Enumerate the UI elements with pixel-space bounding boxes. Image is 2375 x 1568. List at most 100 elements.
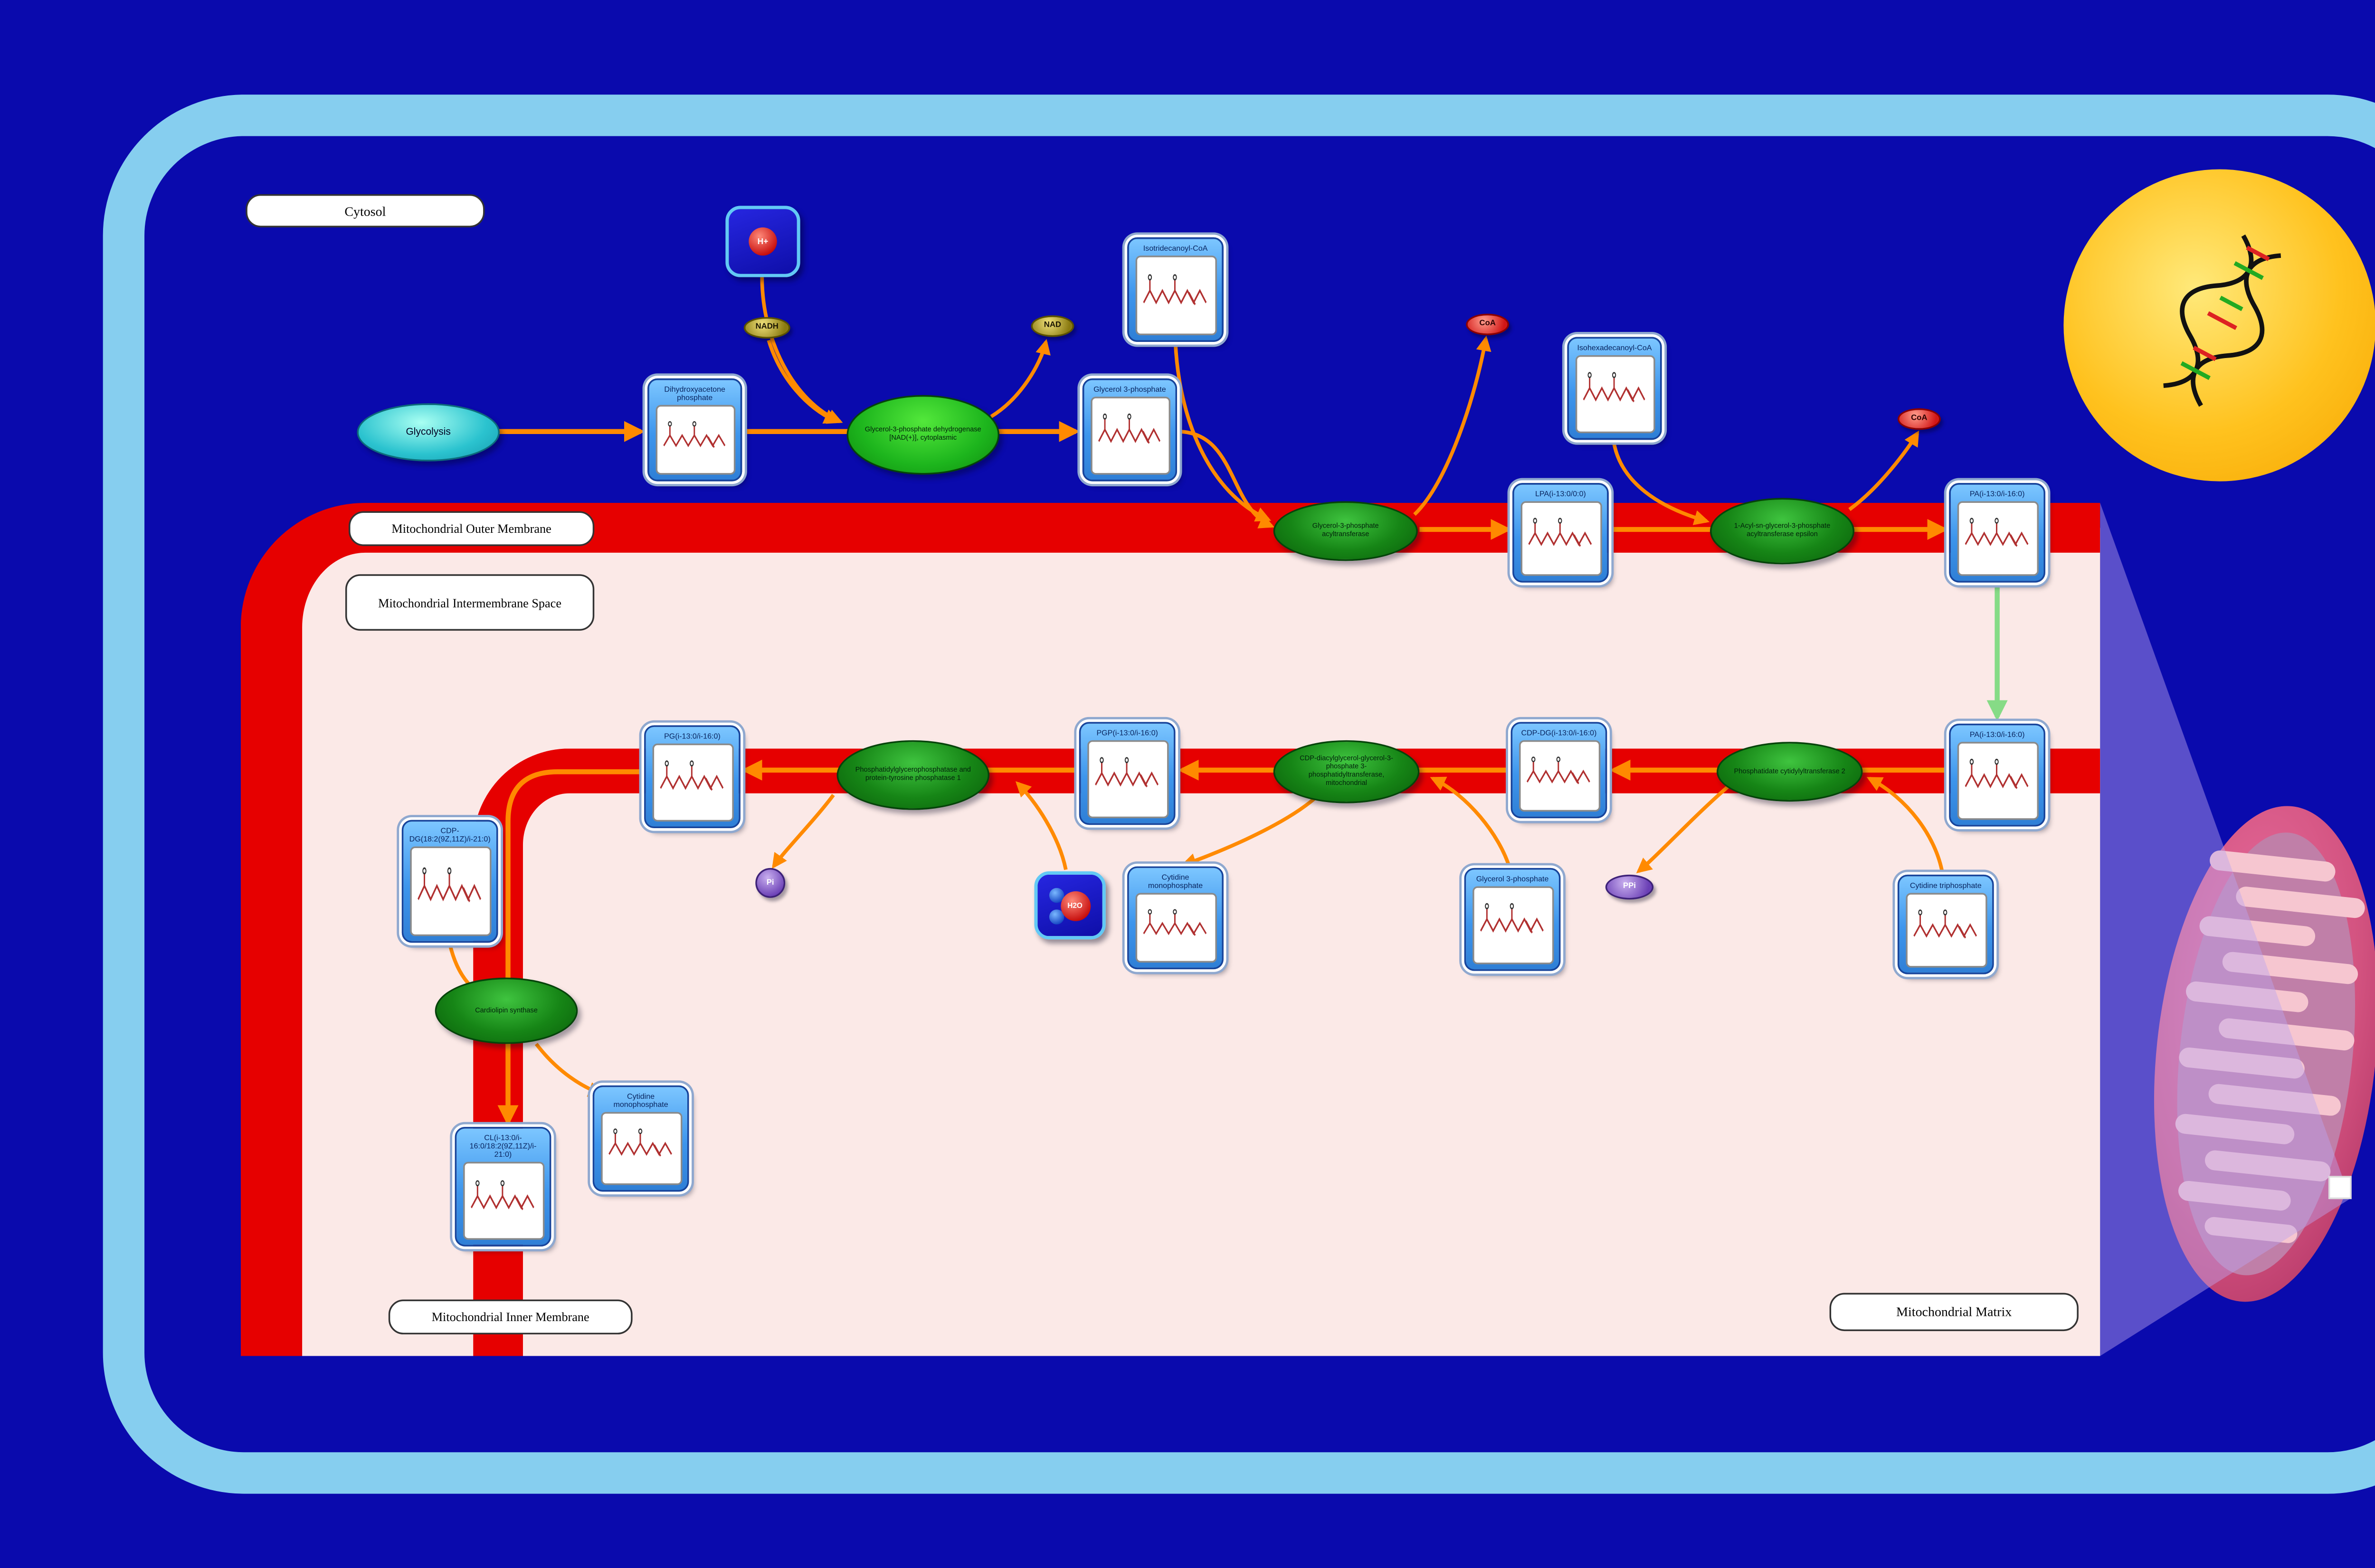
node-coa-2[interactable]: CoA bbox=[1897, 408, 1941, 430]
chemical-structure bbox=[1086, 740, 1168, 818]
hydrogen-atom-icon bbox=[1048, 908, 1064, 924]
node-coa-1[interactable]: CoA bbox=[1466, 313, 1510, 336]
chemical-structure bbox=[1575, 355, 1654, 433]
chemical-structure bbox=[1472, 886, 1553, 963]
node-cdp-dg[interactable]: CDP-DG(i-13:0/i-16:0) bbox=[1510, 722, 1607, 819]
node-label: NADH bbox=[755, 323, 779, 332]
node-ptpmt1-enzyme[interactable]: Phosphatidylglycerophosphatase and prote… bbox=[836, 740, 990, 810]
node-pa-inner[interactable]: PA(i-13:0/i-16:0) bbox=[1949, 723, 2045, 827]
node-label: Glycolysis bbox=[406, 427, 451, 437]
chemical-structure bbox=[1518, 740, 1600, 811]
node-label: PGP(i-13:0/i-16:0) bbox=[1096, 727, 1158, 737]
label-text: Mitochondrial Inner Membrane bbox=[431, 1309, 589, 1325]
node-label: PA(i-13:0/i-16:0) bbox=[1969, 729, 2025, 738]
node-label: Glycerol-3-phosphate acyltransferase bbox=[1312, 521, 1379, 538]
node-cmp-1[interactable]: Cytidine monophosphate bbox=[1127, 866, 1224, 970]
mitochondrion-illustration bbox=[2154, 806, 2375, 1302]
node-label: Glycerol 3-phosphate bbox=[1093, 384, 1166, 393]
node-label: H+ bbox=[757, 236, 769, 247]
chemical-structure bbox=[1956, 501, 2038, 576]
node-h-plus[interactable]: H+ bbox=[725, 206, 800, 277]
node-label: PPi bbox=[1623, 883, 1636, 891]
cell-boundary bbox=[103, 94, 2375, 1494]
nucleus bbox=[2063, 169, 2375, 482]
node-pa-outer[interactable]: PA(i-13:0/i-16:0) bbox=[1949, 483, 2045, 583]
chemical-structure bbox=[655, 405, 735, 474]
label-text: Cytosol bbox=[344, 203, 386, 218]
node-pi[interactable]: Pi bbox=[755, 868, 786, 898]
chemical-structure bbox=[651, 743, 733, 821]
node-label: PG(i-13:0/i-16:0) bbox=[664, 731, 721, 740]
node-cds2-enzyme[interactable]: Phosphatidate cytidylyltransferase 2 bbox=[1716, 742, 1863, 802]
chemical-structure bbox=[1905, 892, 1986, 967]
node-nadh[interactable]: NADH bbox=[743, 317, 790, 339]
node-glycolysis[interactable]: Glycolysis bbox=[357, 403, 500, 462]
node-lpa[interactable]: LPA(i-13:0/0:0) bbox=[1512, 483, 1609, 583]
node-label: Pi bbox=[766, 878, 774, 888]
proton-icon: H+ bbox=[749, 227, 777, 256]
node-pg[interactable]: PG(i-13:0/i-16:0) bbox=[644, 725, 741, 829]
node-label: 1-Acyl-sn-glycerol-3-phosphate acyltrans… bbox=[1734, 521, 1831, 538]
node-label: CDP-DG(i-13:0/i-16:0) bbox=[1521, 727, 1597, 737]
node-label: Phosphatidate cytidylyltransferase 2 bbox=[1734, 766, 1845, 775]
node-label: Glycerol-3-phosphate dehydrogenase [NAD(… bbox=[864, 425, 981, 442]
node-pgp[interactable]: PGP(i-13:0/i-16:0) bbox=[1079, 722, 1176, 825]
node-ppi[interactable]: PPi bbox=[1605, 874, 1654, 900]
node-label: Dihydroxyacetone phosphate bbox=[664, 384, 725, 402]
node-label: CL(i-13:0/i-16:0/18:2(9Z,11Z)/i-21:0) bbox=[469, 1133, 537, 1159]
node-glycerol-3-phosphate-matrix[interactable]: Glycerol 3-phosphate bbox=[1464, 868, 1561, 971]
node-cdp-dg-2[interactable]: CDP-DG(18:2(9Z,11Z)/i-21:0) bbox=[401, 820, 498, 943]
node-dihydroxyacetone-phosphate[interactable]: Dihydroxyacetone phosphate bbox=[647, 378, 742, 482]
node-label: CoA bbox=[1479, 320, 1496, 329]
node-h2o[interactable]: H2O bbox=[1034, 871, 1106, 940]
node-ctp[interactable]: Cytidine triphosphate bbox=[1897, 874, 1994, 974]
chemical-structure bbox=[1956, 741, 2038, 819]
node-agpat-enzyme[interactable]: 1-Acyl-sn-glycerol-3-phosphate acyltrans… bbox=[1710, 498, 1855, 565]
chemical-structure bbox=[462, 1162, 544, 1239]
label-matrix: Mitochondrial Matrix bbox=[1829, 1293, 2079, 1332]
node-label: PA(i-13:0/i-16:0) bbox=[1969, 489, 2025, 497]
hydrogen-atom-icon bbox=[1048, 887, 1064, 902]
node-label: Cytidine monophosphate bbox=[1148, 872, 1203, 889]
node-label: CoA bbox=[1911, 415, 1928, 424]
label-cytosol: Cytosol bbox=[246, 194, 485, 227]
chemical-structure bbox=[409, 846, 491, 935]
node-cardiolipin-synthase-enzyme[interactable]: Cardiolipin synthase bbox=[435, 977, 578, 1044]
node-glycerol-3-phosphate-cytosol[interactable]: Glycerol 3-phosphate bbox=[1082, 378, 1178, 482]
node-cmp-2[interactable]: Cytidine monophosphate bbox=[592, 1085, 689, 1192]
dna-helix-icon bbox=[2163, 234, 2281, 407]
node-label: Cytidine monophosphate bbox=[613, 1091, 668, 1108]
node-isotridecanoyl-coa[interactable]: Isotridecanoyl-CoA bbox=[1127, 237, 1224, 342]
node-gpat-enzyme[interactable]: Glycerol-3-phosphate acyltransferase bbox=[1273, 501, 1418, 561]
node-label: Cardiolipin synthase bbox=[475, 1005, 538, 1014]
chemical-structure bbox=[600, 1112, 682, 1184]
node-label: H2O bbox=[1067, 901, 1083, 910]
water-molecule-icon: H2O bbox=[1048, 887, 1092, 924]
label-text: Mitochondrial Matrix bbox=[1896, 1304, 2012, 1320]
label-text: Mitochondrial Outer Membrane bbox=[391, 521, 551, 536]
node-label: NAD bbox=[1044, 322, 1062, 331]
node-pgps-enzyme[interactable]: CDP-diacylglycerol-glycerol-3-phosphate … bbox=[1273, 740, 1420, 803]
chemical-structure bbox=[1134, 893, 1216, 962]
label-intermembrane-space: Mitochondrial Intermembrane Space bbox=[345, 574, 595, 631]
node-label: Glycerol 3-phosphate bbox=[1476, 874, 1549, 882]
node-gpd1-enzyme[interactable]: Glycerol-3-phosphate dehydrogenase [NAD(… bbox=[846, 395, 1000, 475]
node-cardiolipin[interactable]: CL(i-13:0/i-16:0/18:2(9Z,11Z)/i-21:0) bbox=[455, 1127, 551, 1247]
node-nad[interactable]: NAD bbox=[1031, 315, 1074, 337]
chemical-structure bbox=[1134, 255, 1216, 335]
node-label: Isohexadecanoyl-CoA bbox=[1577, 342, 1652, 351]
oxygen-atom-icon: H2O bbox=[1060, 890, 1090, 921]
chemical-structure bbox=[1520, 501, 1602, 576]
node-label: Phosphatidylglycerophosphatase and prote… bbox=[855, 765, 971, 782]
node-label: Cytidine triphosphate bbox=[1910, 880, 1982, 889]
chemical-structure bbox=[1090, 396, 1170, 474]
node-isohexadecanoyl-coa[interactable]: Isohexadecanoyl-CoA bbox=[1567, 337, 1662, 440]
label-inner-membrane: Mitochondrial Inner Membrane bbox=[388, 1299, 633, 1335]
label-text: Mitochondrial Intermembrane Space bbox=[378, 595, 561, 610]
node-label: LPA(i-13:0/0:0) bbox=[1535, 489, 1586, 497]
node-label: CDP-DG(18:2(9Z,11Z)/i-21:0) bbox=[409, 825, 491, 843]
node-label: CDP-diacylglycerol-glycerol-3-phosphate … bbox=[1300, 754, 1393, 787]
inner-membrane-band bbox=[473, 748, 2100, 1356]
label-outer-membrane: Mitochondrial Outer Membrane bbox=[348, 511, 595, 546]
